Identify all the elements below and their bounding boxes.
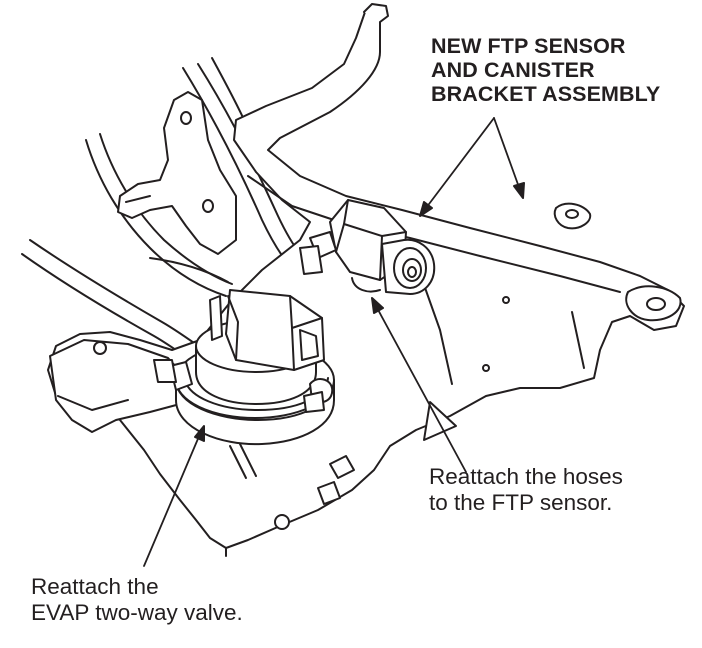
assembly-label-line: NEW FTP SENSOR [431, 34, 626, 58]
hoses-label-line: to the FTP sensor. [429, 490, 613, 516]
assembly-label-line: AND CANISTER [431, 58, 595, 83]
new-ftp-sensor-bracket-label: NEW FTP SENSOR AND CANISTER BRACKET ASSE… [431, 34, 660, 106]
valve-label-line: Reattach the [31, 574, 159, 599]
left-mounting-bracket [117, 91, 237, 255]
evap-two-way-valve [153, 289, 335, 479]
hoses-label-line: Reattach the hoses [429, 464, 623, 489]
ftp-sensor [299, 199, 436, 295]
reattach-hoses-label: Reattach the hoses to the FTP sensor. [429, 464, 623, 516]
assembly-label-line: BRACKET ASSEMBLY [431, 82, 661, 107]
leader-arrows [143, 117, 525, 567]
lower-left-tab [49, 339, 189, 433]
valve-label-line: EVAP two-way valve. [31, 600, 243, 626]
reattach-valve-label: Reattach the EVAP two-way valve. [31, 574, 243, 626]
